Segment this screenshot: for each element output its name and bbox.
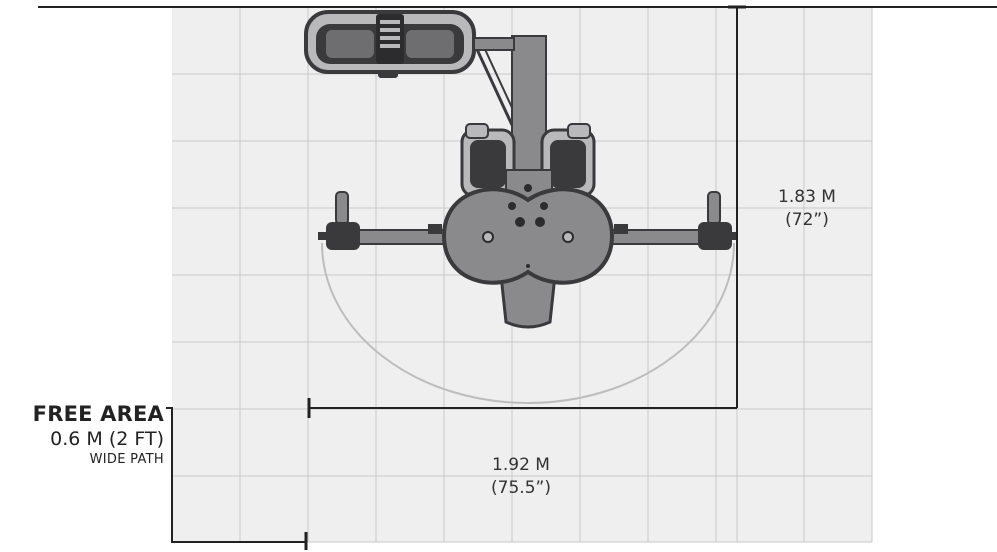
free-area-bracket [166,407,308,550]
free-area-size: 0.6 M (2 FT) [50,428,164,450]
depth-imperial: (72”) [785,210,829,230]
console [304,10,476,78]
depth-dimension-label: 1.83 M (72”) [762,186,852,232]
width-metric: 1.92 M [492,455,550,475]
width-dimension-line [307,398,737,418]
arm-swing-arc [321,242,735,404]
flywheel-housings [460,123,596,198]
mast [511,35,547,177]
base-body [441,187,615,285]
width-dimension-label: 1.92 M (75.5”) [466,454,576,500]
width-imperial: (75.5”) [491,478,551,498]
pedal-platform [498,264,558,329]
machine-top-view [304,10,738,329]
free-area-subtitle: WIDE PATH [89,452,164,467]
depth-dimension-line [728,5,746,408]
right-arm [603,191,738,250]
free-area-label: FREE AREA 0.6 M (2 FT) WIDE PATH [33,402,164,467]
left-arm [318,191,453,250]
free-area-title: FREE AREA [32,402,164,426]
depth-metric: 1.83 M [778,187,836,207]
